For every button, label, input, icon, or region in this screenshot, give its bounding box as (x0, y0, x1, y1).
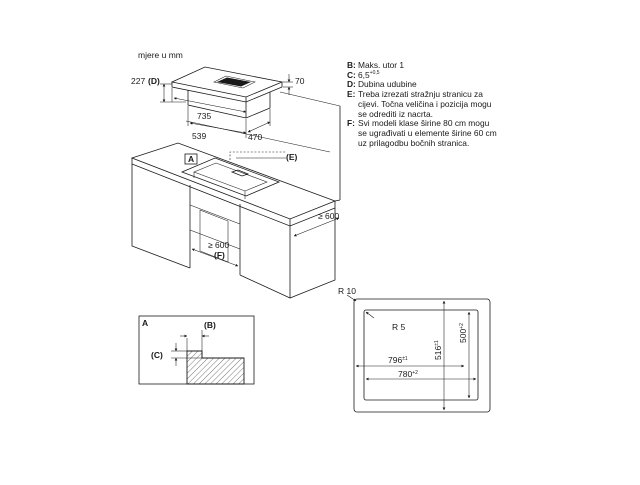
detail-a-title: A (142, 318, 148, 328)
dim-500-label: 500+2 (458, 323, 468, 343)
inner-radius-label: R 5 (392, 322, 406, 332)
width-dim-label: 735 (197, 111, 211, 121)
outer-radius-label: R 10 (338, 286, 356, 296)
inner-depth-dim-label: 470 (248, 132, 262, 142)
legend-item-f: F: Svi modeli klase širine 80 cm mogu se… (347, 118, 497, 148)
hob-in-cutout (230, 169, 250, 177)
depth-dim-label: 227 (131, 76, 145, 86)
hob-vent-slot (213, 75, 256, 89)
cutout-plan (346, 294, 491, 413)
marker-c: (C) (151, 350, 163, 360)
cabinet-width-label: ≥ 600 (208, 240, 229, 250)
height-dim-label: 70 (295, 76, 305, 86)
dim-796-label: 796±1 (388, 355, 408, 365)
hob-vent-opening (217, 77, 251, 87)
depth-marker-d: (D) (148, 76, 160, 86)
dim-516-label: 516±1 (433, 340, 443, 360)
countertop-top (130, 142, 337, 220)
hob-unit-drawing (160, 66, 293, 138)
inner-width-dim-label: 539 (192, 131, 206, 141)
countertop-depth-label: ≥ 600 (318, 211, 339, 221)
countertop-front-edge (131, 158, 336, 227)
detail-a-section (186, 350, 245, 385)
dim-780-label: 780+2 (398, 369, 418, 379)
marker-f: (F) (214, 250, 225, 260)
countertop-cutout (180, 157, 281, 197)
legend-item-c: C: 6,5+0,5 (347, 69, 380, 80)
legend-item-d: D: Dubina udubine (347, 79, 417, 90)
countertop-drawing (130, 91, 341, 299)
legend-item-e: E: Treba izrezati stražnju stranicu za c… (347, 89, 492, 119)
marker-a: A (188, 154, 194, 164)
marker-b: (B) (204, 320, 216, 330)
cutout-inner-frame (363, 309, 479, 401)
detail-a-panel (138, 315, 255, 385)
cabinet-left-side (131, 164, 191, 269)
legend: B: Maks. utor 1 C: 6,5+0,5 D: Dubina udu… (347, 60, 597, 148)
cabinet-right-end (289, 208, 336, 299)
cutout-outer-frame (353, 298, 491, 413)
units-label: mjere u mm (138, 50, 183, 60)
legend-item-b: B: Maks. utor 1 (347, 60, 405, 70)
marker-e: (E) (286, 152, 298, 162)
